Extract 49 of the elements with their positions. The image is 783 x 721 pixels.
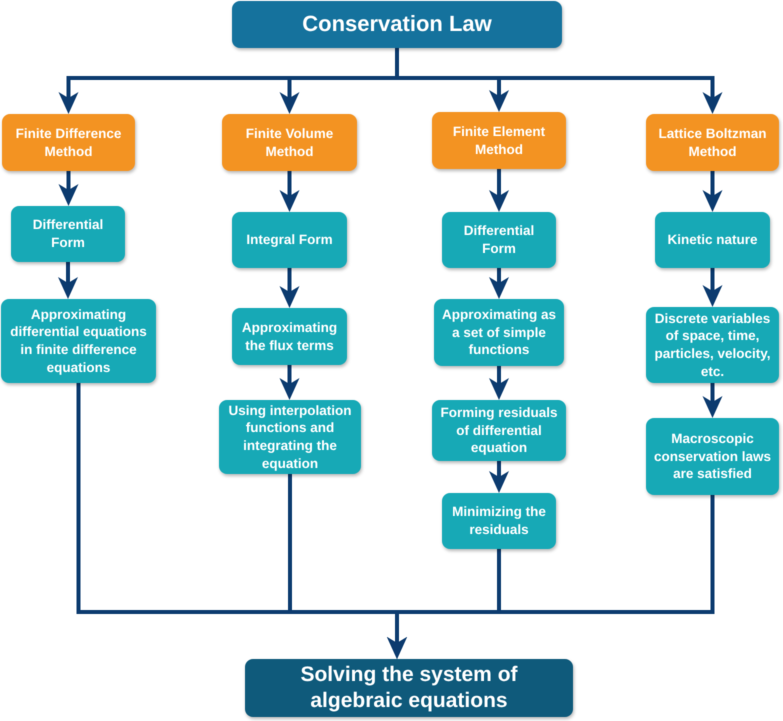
method-box: [2, 114, 135, 171]
arrow: [280, 365, 300, 400]
arrow: [58, 171, 78, 206]
step-box: [219, 400, 361, 474]
step-box: [232, 308, 347, 365]
box-label: Integral Form: [246, 231, 333, 249]
arrow: [489, 366, 509, 400]
arrow: [489, 169, 509, 212]
step-box: [432, 400, 566, 461]
step-box: [646, 418, 779, 495]
box-label: Minimizing the residuals: [451, 503, 547, 539]
box-label: Differential Form: [462, 222, 536, 258]
arrow: [702, 268, 722, 307]
box-label: Differential Form: [32, 216, 104, 252]
box-label: Approximating as a set of simple functions: [440, 306, 558, 359]
box-label: Approximating differential equations in finite difference equations: [9, 306, 148, 376]
box-label: Discrete variables of space, time, particles, velocity, etc.: [653, 310, 772, 380]
box-label: Conservation Law: [302, 11, 492, 38]
box-label: Finite Volume Method: [244, 124, 334, 160]
box-label: Approximating the flux terms: [240, 318, 338, 354]
box-label: Forming residuals of differential equation: [439, 404, 559, 457]
box-label: Macroscopic conservation laws are satisfied: [652, 430, 772, 483]
step-box: [442, 212, 556, 268]
result-box: [245, 659, 573, 717]
arrow: [702, 383, 722, 418]
step-box: [442, 493, 556, 549]
arrow: [280, 268, 300, 308]
step-box: [434, 299, 564, 366]
arrow: [387, 495, 714, 659]
title-box: [232, 1, 562, 48]
arrow: [489, 268, 509, 299]
method-box: [646, 114, 779, 171]
arrow: [489, 461, 509, 493]
method-box: [222, 114, 357, 171]
step-box: [1, 299, 156, 383]
box-label: Kinetic nature: [667, 231, 758, 249]
step-box: [232, 212, 347, 268]
step-box: [655, 212, 770, 268]
box-label: Finite Element Method: [452, 122, 546, 158]
step-box: [646, 307, 779, 383]
arrow: [702, 171, 722, 212]
box-label: Using interpolation functions and integrating the equation: [228, 402, 352, 472]
step-box: [11, 206, 125, 262]
box-label: Finite Difference Method: [14, 124, 122, 160]
arrow: [280, 171, 300, 212]
arrow: [58, 262, 78, 299]
box-label: Solving the system of algebraic equations: [299, 662, 519, 714]
box-label: Lattice Boltzman Method: [657, 124, 768, 160]
method-box: [432, 112, 566, 169]
